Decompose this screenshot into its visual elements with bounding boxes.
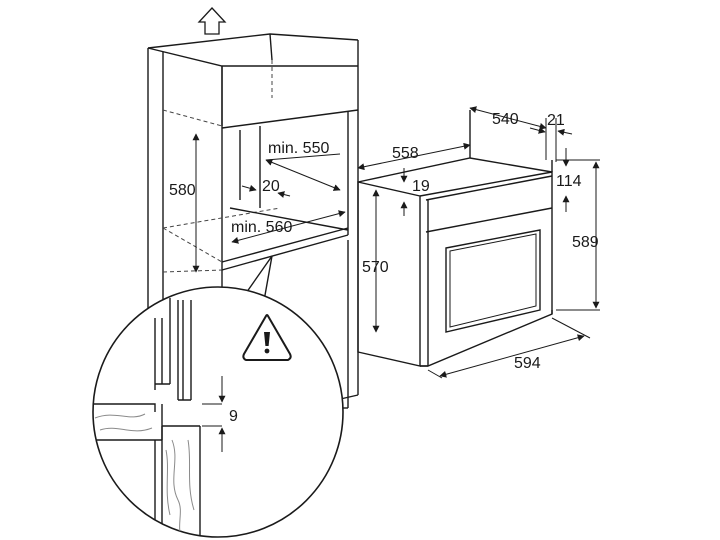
dim-9: 9 — [229, 408, 238, 425]
dim-540: 540 — [492, 111, 519, 128]
dim-min-560: min. 560 — [231, 219, 292, 236]
dim-19: 19 — [412, 178, 430, 195]
dim-558: 558 — [392, 145, 419, 162]
dim-580: 580 — [169, 182, 196, 199]
cabinet-dimensions: 580 min. 550 20 min. 560 — [169, 133, 346, 273]
dim-20: 20 — [262, 178, 280, 195]
dim-min-550: min. 550 — [268, 140, 329, 157]
oven-dimensions: 558 540 21 19 114 589 570 594 — [357, 106, 600, 379]
dim-570: 570 — [362, 259, 389, 276]
oven — [357, 110, 553, 367]
dim-594: 594 — [514, 355, 541, 372]
dim-589: 589 — [572, 234, 599, 251]
warning-triangle-icon — [242, 314, 292, 361]
dim-21: 21 — [547, 112, 565, 129]
dim-114: 114 — [556, 173, 582, 190]
detail-callout-pointer — [243, 255, 273, 313]
detail-magnifier: 9 — [92, 286, 344, 538]
upward-arrow-icon — [197, 7, 227, 35]
